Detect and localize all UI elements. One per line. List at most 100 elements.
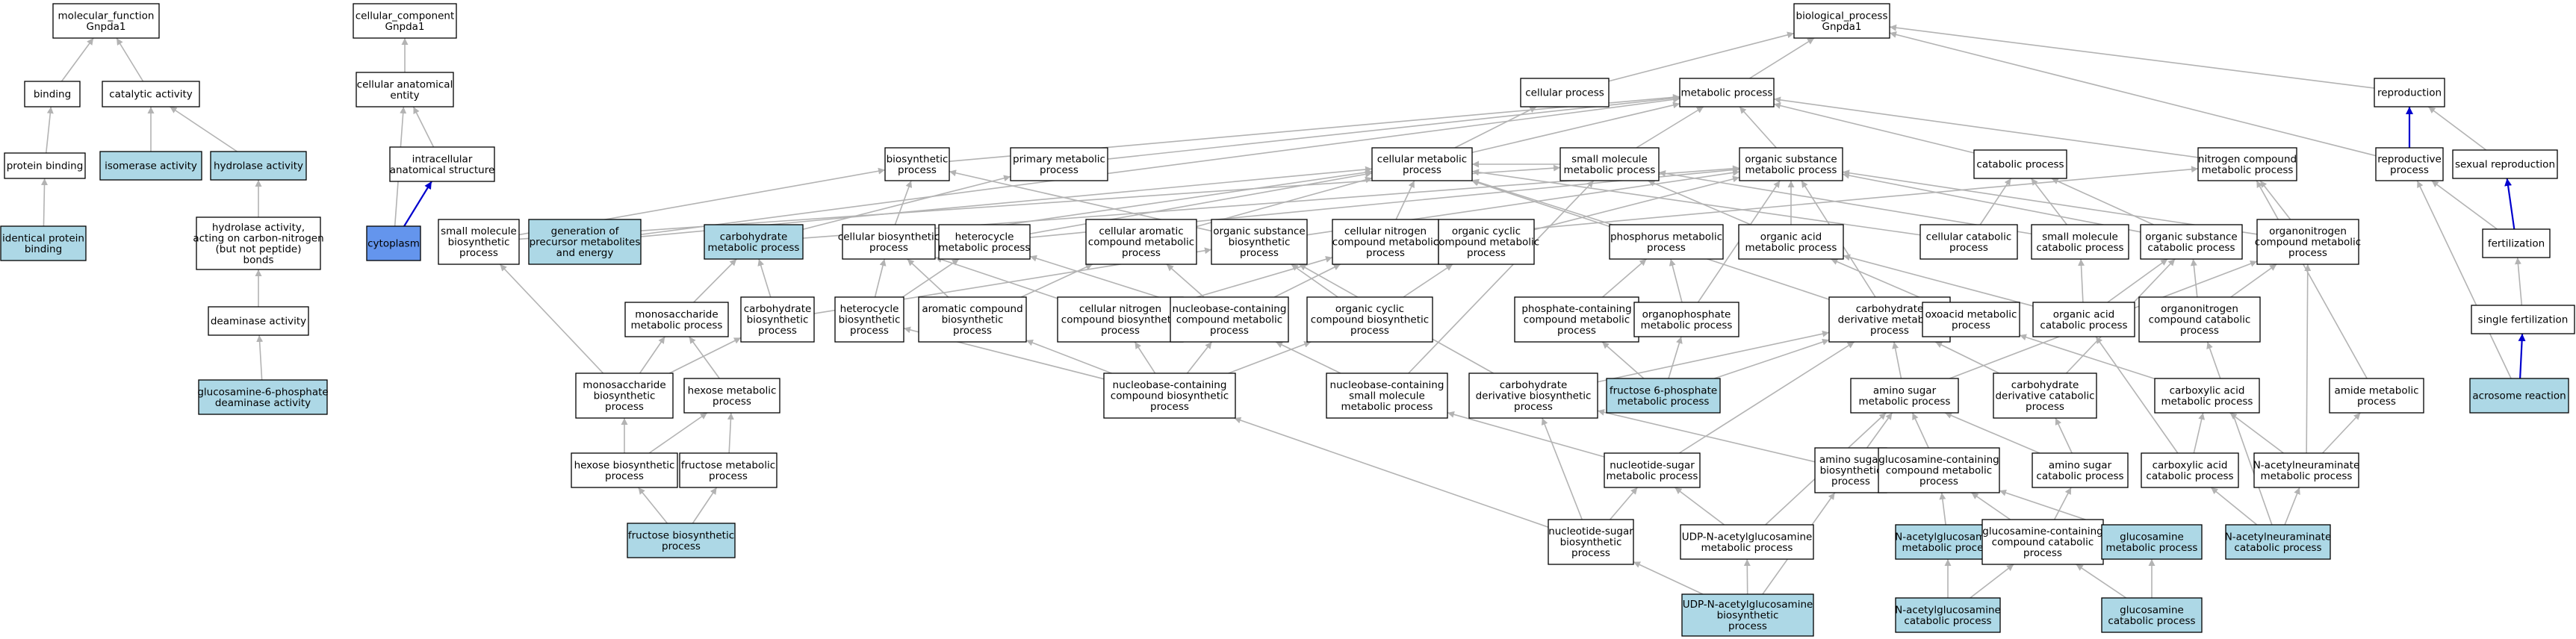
node-box[interactable] xyxy=(575,373,674,419)
node-box[interactable] xyxy=(1895,597,2001,633)
node-box[interactable] xyxy=(1604,452,1701,488)
node-box[interactable] xyxy=(2375,147,2444,181)
node-box[interactable] xyxy=(834,296,904,343)
node-box[interactable] xyxy=(356,72,454,107)
node-box[interactable] xyxy=(24,81,81,107)
node-box[interactable] xyxy=(1332,219,1439,265)
node-box[interactable] xyxy=(1170,296,1289,343)
node-box[interactable] xyxy=(1085,219,1197,265)
go-term-node-catab[interactable]: catabolic process xyxy=(1973,149,2067,179)
node-box[interactable] xyxy=(1514,296,1639,343)
go-term-node-cytoplasm[interactable]: cytoplasm xyxy=(366,225,421,261)
node-box[interactable] xyxy=(1814,447,1887,493)
node-box[interactable] xyxy=(1057,296,1184,343)
node-box[interactable] xyxy=(52,3,160,39)
node-box[interactable] xyxy=(198,379,328,415)
node-box[interactable] xyxy=(2374,78,2445,107)
go-term-node-hydrolase[interactable]: hydrolase activity xyxy=(210,151,307,181)
node-box[interactable] xyxy=(2032,452,2129,488)
go-term-node-metproc[interactable]: metabolic process xyxy=(1679,78,1775,107)
node-box[interactable] xyxy=(2329,378,2424,414)
go-term-node-protbind[interactable]: protein binding xyxy=(4,152,86,179)
node-box[interactable] xyxy=(1010,147,1108,181)
node-box[interactable] xyxy=(1679,78,1775,107)
node-box[interactable] xyxy=(918,296,1027,343)
node-box[interactable] xyxy=(1548,519,1634,565)
go-term-node-deam[interactable]: deaminase activity xyxy=(208,306,309,336)
node-box[interactable] xyxy=(1520,78,1610,107)
node-box[interactable] xyxy=(1919,224,2018,260)
go-term-node-binding[interactable]: binding xyxy=(24,81,81,107)
node-box[interactable] xyxy=(389,146,495,182)
node-box[interactable] xyxy=(2031,224,2129,260)
node-box[interactable] xyxy=(1738,224,1844,260)
go-term-node-acrosome[interactable]: acrosome reaction xyxy=(2469,378,2569,414)
node-box[interactable] xyxy=(2140,224,2243,260)
node-box[interactable] xyxy=(102,81,200,107)
node-box[interactable] xyxy=(1468,373,1598,419)
node-box[interactable] xyxy=(1973,149,2067,179)
node-box[interactable] xyxy=(679,452,778,488)
go-term-node-singlefert[interactable]: single fertilization xyxy=(2471,305,2575,334)
go-term-node-reproduction[interactable]: reproduction xyxy=(2374,78,2445,107)
node-box[interactable] xyxy=(2154,378,2260,414)
node-box[interactable] xyxy=(740,296,815,343)
node-box[interactable] xyxy=(884,147,950,181)
node-box[interactable] xyxy=(1306,296,1433,343)
node-box[interactable] xyxy=(2101,597,2203,633)
node-box[interactable] xyxy=(2225,524,2331,560)
node-box[interactable] xyxy=(1559,147,1660,181)
node-box[interactable] xyxy=(1922,302,2020,337)
node-box[interactable] xyxy=(1850,378,1959,414)
node-box[interactable] xyxy=(1878,447,2000,493)
node-box[interactable] xyxy=(2452,149,2558,179)
go-term-node-fert[interactable]: fertilization xyxy=(2482,228,2551,258)
node-box[interactable] xyxy=(1103,373,1236,419)
node-box[interactable] xyxy=(1993,373,2097,419)
go-term-node-hydrolaseCN[interactable]: hydrolase activity,acting on carbon-nitr… xyxy=(193,216,324,270)
node-box[interactable] xyxy=(4,152,86,179)
node-box[interactable] xyxy=(1681,593,1814,637)
